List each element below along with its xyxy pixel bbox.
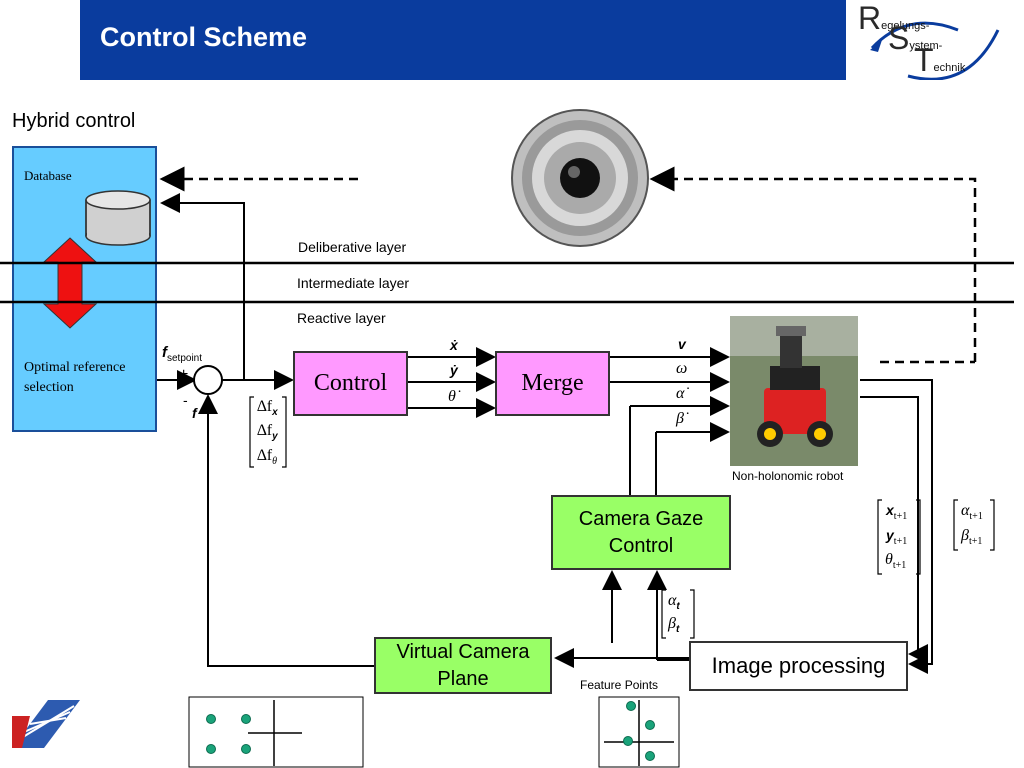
logo-letter-t: T [914, 42, 934, 78]
robot-image [730, 316, 858, 466]
camera-gaze-line-1: Camera Gaze [578, 507, 704, 530]
camera-gaze-control-block: Camera Gaze Control [551, 495, 731, 570]
signal-beta-dot: β̇ [676, 410, 684, 427]
logo-text-2: ystem- [909, 40, 943, 52]
minus-sign: - [183, 392, 188, 408]
feature-point [241, 744, 251, 754]
camera-gaze-line-2: Control [608, 534, 674, 557]
plus-sign: + [179, 366, 189, 383]
feature-point [626, 701, 636, 711]
reactive-layer-label: Reactive layer [297, 310, 386, 326]
signal-theta-dot: θ̇ [448, 388, 456, 405]
merge-block: Merge [495, 351, 610, 416]
gaze-alpha-next: αt+1 [961, 502, 983, 523]
gaze-alpha-now: αt [668, 592, 680, 613]
signal-v: v [678, 336, 686, 352]
image-processing-block: Image processing [689, 641, 908, 691]
feature-points-label: Feature Points [580, 678, 659, 692]
feature-plot-left [188, 696, 364, 768]
feature-point [206, 714, 216, 724]
signal-y-dot: ẏ [450, 362, 458, 378]
summing-junction-icon [193, 365, 223, 395]
page-title: Control Scheme [100, 22, 308, 52]
setpoint-label: fsetpoint [162, 344, 203, 364]
database-label: Database [24, 168, 72, 183]
feature-point [645, 751, 655, 761]
feature-plot-right [598, 696, 680, 768]
selection-label: selection [24, 380, 74, 395]
rst-logo: Regelungs- System- Technik [848, 0, 1024, 80]
virtual-camera-line-2: Plane [437, 667, 489, 690]
gaze-beta-next: βt+1 [961, 527, 983, 548]
logo-text-3: echnik [933, 62, 966, 74]
error-fx: ∆fx [257, 398, 278, 419]
state-theta: θt+1 [885, 551, 907, 572]
subtitle: Hybrid control [12, 110, 136, 132]
title-bar [80, 0, 846, 80]
signal-x-dot: ẋ [450, 337, 458, 353]
dashed-line-to-camera [649, 166, 977, 362]
virtual-camera-line-1: Virtual Camera [396, 640, 530, 663]
feature-point [623, 736, 633, 746]
logo-text-1: egelungs- [881, 20, 930, 32]
feedback-label: f [192, 405, 197, 421]
error-ftheta: ∆fθ [257, 447, 278, 468]
double-arrow-icon [42, 237, 98, 329]
control-block: Control [293, 351, 408, 416]
feature-point [241, 714, 251, 724]
virtual-camera-plane-block: Virtual Camera Plane [374, 637, 552, 694]
robot-label: Non-holonomic robot [732, 469, 844, 483]
deliberative-layer-label: Deliberative layer [298, 239, 407, 255]
signal-omega: ω [676, 360, 688, 377]
intermediate-layer-label: Intermediate layer [297, 275, 410, 291]
signal-alpha-dot: α̇ [676, 385, 685, 402]
state-y: yt+1 [886, 527, 908, 548]
logo-letter-s: S [888, 20, 910, 56]
feature-point [206, 744, 216, 754]
logo-letter-r: R [858, 0, 882, 36]
line-to-database-top [160, 193, 245, 380]
omnidirectional-camera-image [511, 109, 649, 247]
logo-swoosh-icon [870, 21, 1000, 80]
optimal-reference-label: Optimal reference [24, 360, 126, 375]
university-logo-icon [12, 700, 80, 748]
database-cylinder-icon [85, 190, 151, 246]
state-x: xt+1 [886, 502, 908, 523]
error-fy: ∆fy [257, 422, 278, 443]
gaze-beta-now: βt [668, 615, 680, 636]
feature-point [645, 720, 655, 730]
